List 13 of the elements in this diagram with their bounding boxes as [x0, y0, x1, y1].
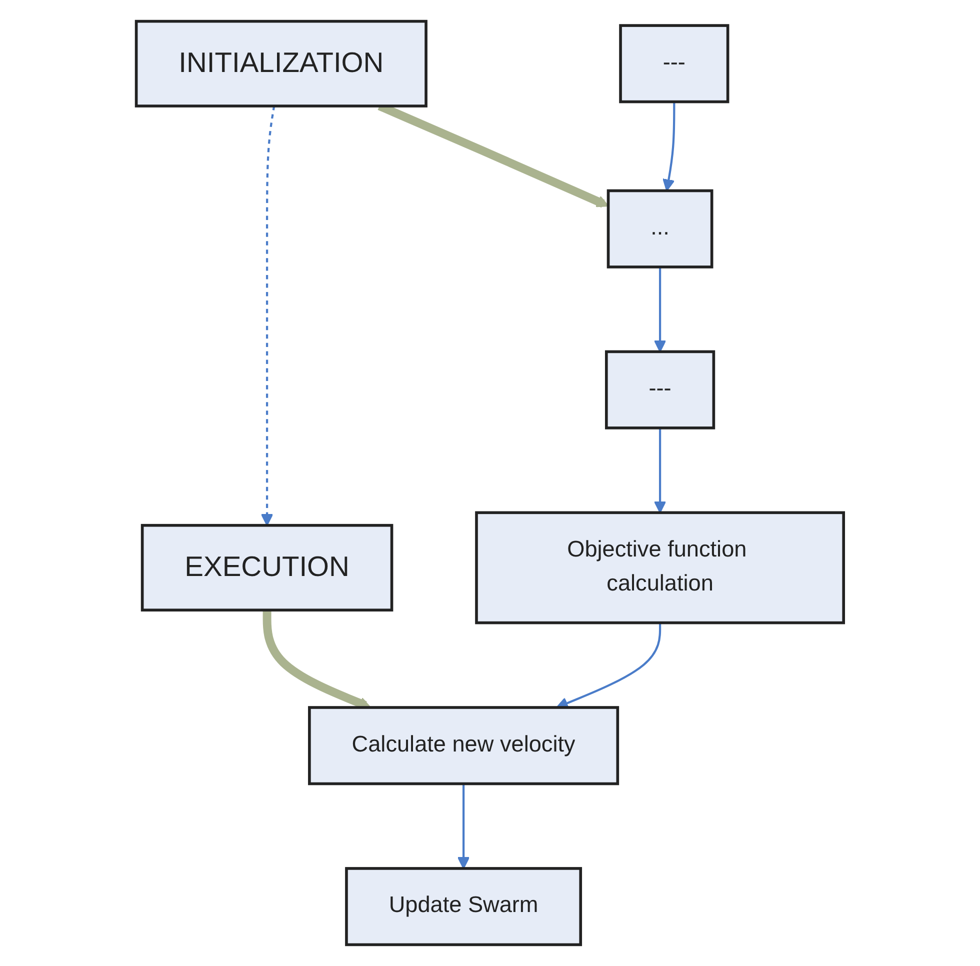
arrow — [260, 106, 276, 526]
node-box: EXECUTION — [140, 524, 394, 612]
arrow — [662, 102, 676, 192]
node-box: ... — [606, 189, 714, 268]
arrow — [457, 784, 470, 870]
node-box: Update Swarm — [345, 867, 582, 946]
arrow — [654, 428, 666, 514]
node-box: --- — [605, 350, 716, 430]
arrow — [654, 266, 666, 352]
node-box: Calculate new velocity — [308, 706, 620, 786]
node-box: --- — [619, 24, 730, 104]
node-box: Objective function calculation — [475, 511, 846, 624]
node-box: INITIALIZATION — [134, 20, 428, 108]
